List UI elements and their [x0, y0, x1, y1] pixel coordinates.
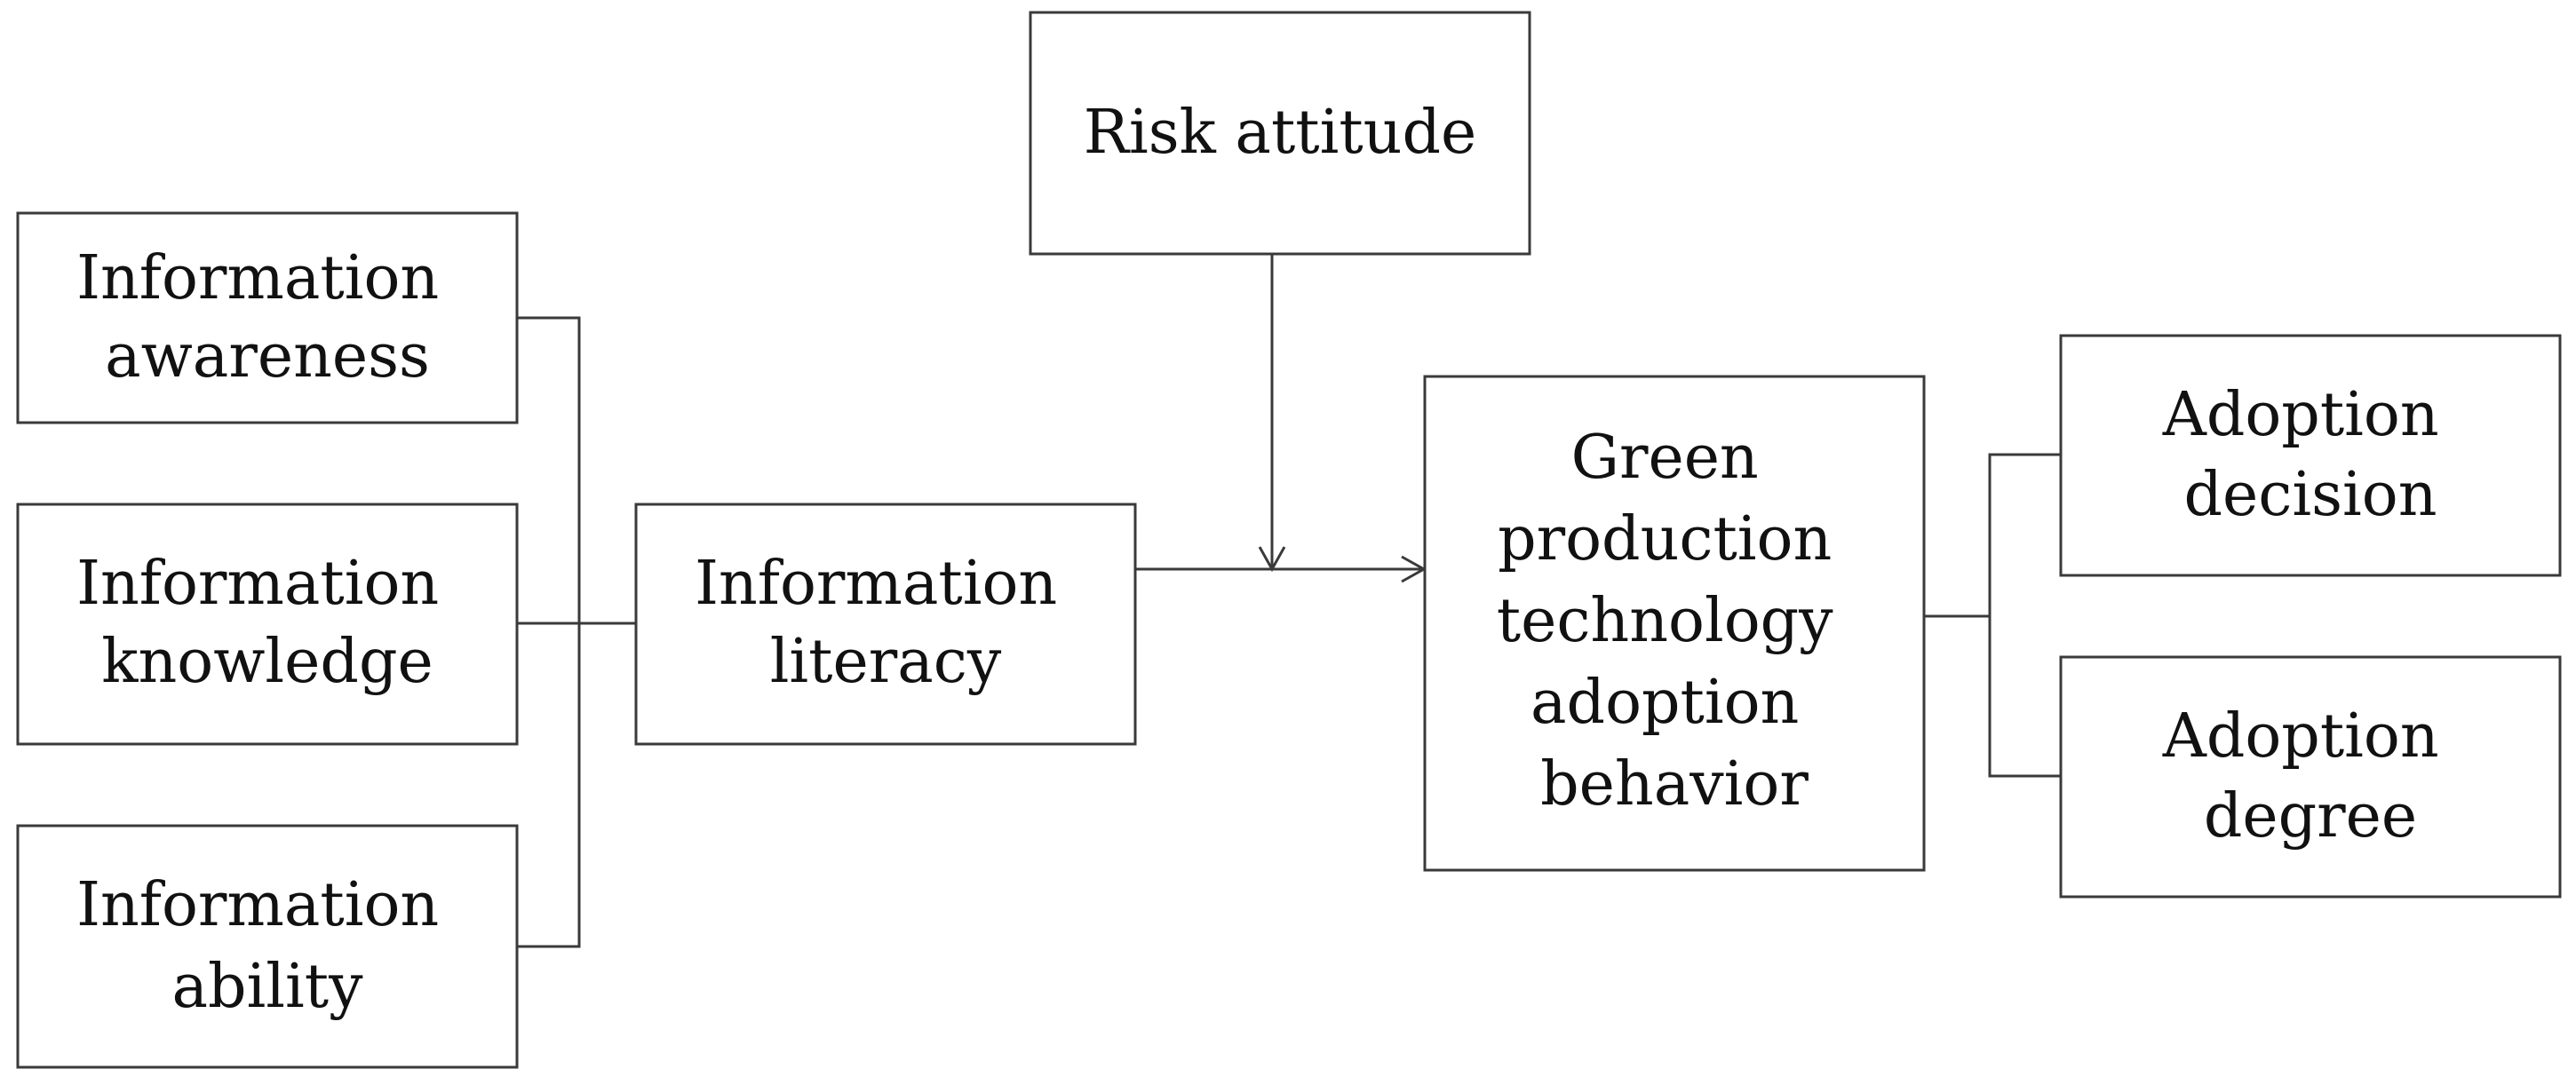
node-green-production-technology-adoption-behavior: Green production technology adoption beh… — [1423, 375, 1926, 872]
node-label-line: adoption — [1530, 668, 1799, 738]
svg-text:Green production t: Green production technology adoption beh… — [1497, 423, 1852, 820]
node-label-line: Adoption — [2162, 380, 2439, 450]
node-information-awareness: Information awareness — [16, 211, 519, 424]
node-label-line: Information — [695, 549, 1057, 619]
node-label-line: Adoption — [2162, 701, 2439, 772]
node-label-line: Information — [76, 549, 439, 619]
svg-text:Information awareness: Information awareness — [76, 243, 458, 392]
node-label-line: Information — [76, 243, 439, 313]
node-adoption-decision: Adoption decision — [2059, 334, 2562, 577]
svg-text:Information ability: Information ability — [76, 870, 458, 1022]
node-information-knowledge: Information knowledge — [16, 503, 519, 746]
node-label-line: literacy — [770, 627, 1002, 697]
node-label-line: Green — [1571, 423, 1759, 493]
node-label-line: decision — [2184, 460, 2437, 530]
node-label-line: ability — [171, 952, 363, 1022]
svg-text:Adoption degree: Adoption degree — [2162, 701, 2459, 851]
svg-text:Information knowledge: Information knowledge — [76, 549, 458, 697]
connector-outcomes-bracket — [1988, 453, 2061, 778]
node-label-line: Information — [76, 870, 439, 940]
node-information-literacy: Information literacy — [634, 503, 1137, 746]
svg-text:Risk attitude: Risk attitude — [1084, 98, 1477, 168]
arrowhead-risk-moderation — [1258, 546, 1286, 573]
connectors — [517, 255, 2061, 948]
node-label-line: awareness — [105, 321, 430, 392]
node-risk-attitude: Risk attitude — [1029, 11, 1531, 256]
node-label-line: production — [1498, 504, 1832, 574]
node-label-line: Risk attitude — [1084, 98, 1477, 168]
node-label-line: technology — [1497, 586, 1833, 656]
connector-awareness-bracket — [517, 316, 581, 948]
svg-text:Adoption decision: Adoption decision — [2162, 380, 2459, 530]
svg-text:Information literacy: Information literacy — [695, 549, 1077, 697]
node-adoption-degree: Adoption degree — [2059, 655, 2562, 899]
node-label-line: behavior — [1540, 749, 1809, 820]
node-label-line: degree — [2204, 781, 2417, 851]
node-label-line: knowledge — [101, 627, 433, 697]
node-information-ability: Information ability — [16, 824, 519, 1069]
